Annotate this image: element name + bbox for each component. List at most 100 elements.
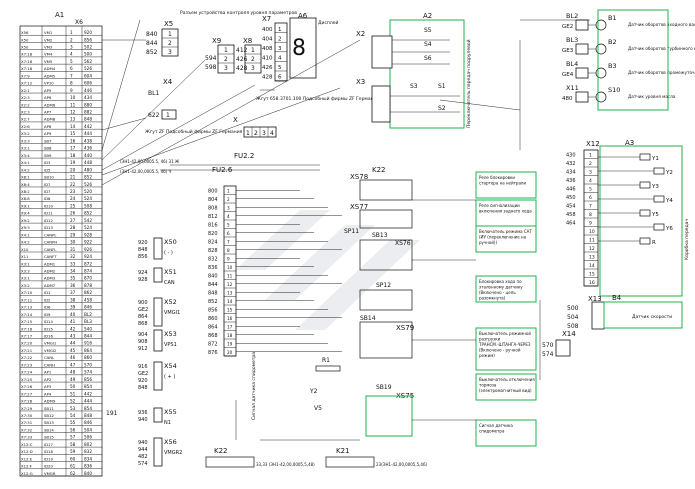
svg-text:K21: K21	[336, 447, 350, 455]
fuse-pin: 15	[227, 308, 233, 313]
a1-row-ref: X50	[21, 37, 29, 42]
svg-text:500: 500	[567, 305, 579, 312]
group-tag: VMGR2	[164, 450, 182, 456]
bottom-relays: K22 K21 33,33 (ЭН1-42,00,0005,5,48) 23(Э…	[205, 352, 428, 468]
a1-row-wire: 480	[84, 167, 92, 172]
group-tag: VMGI1	[164, 310, 180, 316]
fuse-wire-label: 844	[208, 282, 218, 288]
a1-row-ref: X3:1	[21, 146, 30, 151]
group-pin: 940	[138, 417, 148, 423]
a1-row-signal: ADM5	[44, 73, 56, 78]
sensors-frame	[597, 9, 669, 111]
note-text: Блокировка хода по	[479, 279, 522, 284]
a1-row-signal: VP10	[44, 81, 54, 86]
svg-text:S1: S1	[438, 83, 446, 90]
x7-num: 4	[278, 56, 282, 62]
a1-row-signal: ID13	[44, 225, 53, 230]
svg-text:X2: X2	[356, 30, 365, 38]
a1-row-wire: 856	[84, 37, 92, 42]
a1-row-ref: X4:2	[21, 240, 30, 245]
a1-row-ref: X7:24	[21, 370, 33, 375]
x12-pin: 436	[566, 178, 576, 184]
a1-row-ref: X2:1	[21, 88, 30, 93]
a1-row-wire: 542	[84, 218, 92, 223]
x7-num: 6	[278, 75, 282, 81]
fuse-pin: 11	[227, 274, 233, 279]
fuse-pin: 19	[227, 342, 233, 347]
a1-row-ref: X8:2	[21, 189, 30, 194]
x12-num: 16	[589, 280, 595, 286]
note-frame	[475, 275, 537, 303]
a1-row-pin: 49	[70, 377, 76, 382]
a3-label: A3	[625, 139, 634, 147]
a1-row-pin: 32	[70, 254, 76, 259]
svg-text:4: 4	[270, 130, 274, 137]
group-name: X52	[164, 298, 177, 306]
a1-row-pin: 41	[70, 319, 76, 324]
svg-text:508: 508	[567, 323, 579, 330]
x5-desc: Разъем устройства контроля уровня параме…	[180, 9, 297, 16]
a1-row-signal: ID16	[44, 334, 53, 339]
a1-row-signal: ID9	[44, 312, 51, 317]
svg-text:(ЭН1-42,00,0005.5, 46) Ч: (ЭН1-42,00,0005.5, 46) Ч	[120, 169, 172, 174]
a1-row-ref: X11	[21, 254, 29, 259]
svg-text:X14: X14	[562, 330, 576, 338]
x12-label: X12	[586, 140, 600, 148]
x12-num: 12	[589, 246, 595, 252]
x5-block: X5 840 844 852 1 2 3 Разъем устройства к…	[146, 9, 297, 57]
group-tag: ( + )	[164, 374, 175, 380]
fuse-wire-label: 828	[208, 248, 218, 254]
x4-label: X4	[163, 78, 173, 86]
svg-text:594: 594	[205, 55, 217, 62]
group-box	[153, 237, 163, 260]
a1-row-pin: 19	[70, 160, 76, 165]
sensor-desc: Датчик уровня масла	[628, 94, 676, 99]
a1-row-signal: ADM7	[44, 283, 56, 288]
svg-text:XS78: XS78	[350, 173, 368, 181]
a2-switch: A2 X2 S5 S4 S6 X3 S3 S1 S2 Переключатель…	[356, 12, 472, 129]
a1-row-pin: 27	[70, 218, 76, 223]
svg-text:3: 3	[224, 65, 228, 72]
a1-row-wire: 448	[84, 160, 92, 165]
a1-row-signal: AP2	[44, 377, 52, 382]
svg-text:1: 1	[246, 130, 250, 137]
a1-row-pin: 36	[70, 283, 76, 288]
a1-row-signal: ID7	[44, 189, 51, 194]
group-name: X54	[164, 362, 177, 370]
a1-row-signal: AP5	[44, 88, 52, 93]
x14: X14 570 574	[542, 330, 576, 358]
a1-row-pin: 46	[70, 355, 76, 360]
a1-row-pin: 28	[70, 225, 76, 230]
a1-row-signal: CANPL	[44, 232, 57, 237]
svg-text:570: 570	[542, 342, 554, 349]
svg-text:2: 2	[251, 56, 255, 63]
svg-text:R1: R1	[322, 357, 330, 364]
fuse-pin: 9	[227, 257, 230, 262]
a1-row-pin: 44	[70, 341, 76, 346]
x7-num: 5	[278, 65, 282, 71]
note-text: режим)	[479, 353, 495, 358]
a1-row-pin: 33	[70, 261, 76, 266]
a1-row-wire: 458	[84, 297, 92, 302]
fuse-wire-label: 800	[208, 189, 218, 195]
svg-text:SB14: SB14	[360, 315, 376, 322]
sensor-pin-box	[575, 19, 589, 31]
a1-row-wire: 436	[84, 146, 92, 151]
a1-row-signal: ADM4	[44, 66, 56, 71]
a1-row-signal: SB12	[44, 413, 54, 418]
a1-row-wire: 604	[84, 73, 92, 78]
svg-text:S3: S3	[410, 83, 418, 90]
a1-row-signal: ID11	[44, 211, 53, 216]
a1-row-wire: 438	[84, 138, 92, 143]
sensor-name: BL3	[566, 36, 578, 44]
a1-row-ref: X4:1	[21, 232, 30, 237]
fuse-pin: 10	[227, 265, 233, 270]
group-pin: 920	[138, 240, 148, 246]
a1-row-ref: X7:29	[21, 406, 33, 411]
note-frame	[475, 225, 537, 253]
a6-sub: Жгут 658.3701.100 Подсобный фирмы ZF Гер…	[256, 95, 379, 102]
group-pin: GE2	[138, 307, 148, 313]
sensor-desc: Датчик оборотов входного вала	[628, 22, 695, 27]
